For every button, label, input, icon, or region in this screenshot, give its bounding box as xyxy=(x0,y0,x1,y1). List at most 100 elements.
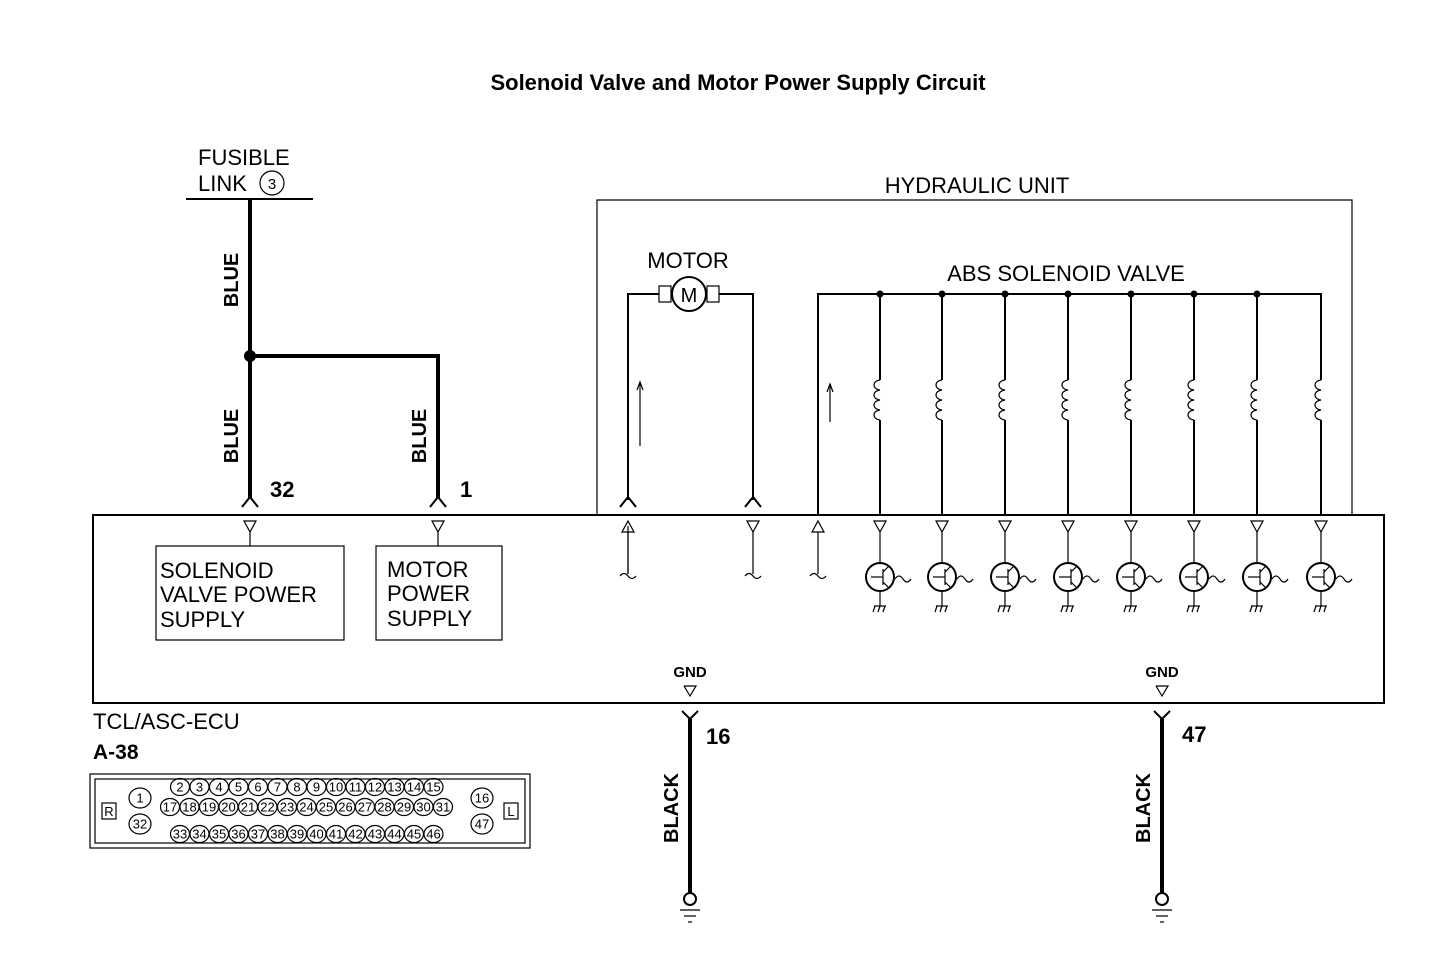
connector-pin-number: 15 xyxy=(426,780,440,795)
terminal-47 xyxy=(1153,710,1171,721)
transistor-ground-hatch xyxy=(872,605,876,613)
motor-symbol-letter: M xyxy=(681,285,698,307)
terminal-1 xyxy=(429,495,447,508)
connector-pin-number: 41 xyxy=(329,827,343,842)
transistor-ground-hatch xyxy=(1070,605,1074,613)
wire-color-blue-3: BLUE xyxy=(409,409,431,463)
transistor-collector xyxy=(1133,565,1141,573)
wire-color-blue-2: BLUE xyxy=(221,409,243,463)
diagram-title: Solenoid Valve and Motor Power Supply Ci… xyxy=(490,70,986,95)
solenoid-coils xyxy=(873,290,1322,515)
transistor-ground-hatch xyxy=(1191,605,1195,613)
transistor-ground-hatch xyxy=(997,605,1001,613)
fusible-link-number: 3 xyxy=(268,176,276,193)
terminal-16 xyxy=(681,710,699,721)
ecu-solenoid-drive-mark xyxy=(1313,520,1329,534)
transistor-base-break xyxy=(1335,575,1353,583)
transistor-ground-hatch xyxy=(882,605,886,613)
connector-pin-number: 1 xyxy=(136,791,143,806)
connector-pin-number: 18 xyxy=(182,800,196,815)
connector-pin-number: 43 xyxy=(368,827,382,842)
transistor-ground-hatch xyxy=(1186,605,1190,613)
transistor-emitter xyxy=(882,581,890,589)
connector-pin-number: 16 xyxy=(475,791,489,806)
ecu-motor-mark-right xyxy=(745,520,761,534)
connector-pin xyxy=(423,824,444,844)
connector-face-inner xyxy=(94,778,526,844)
connector-pin-number: 47 xyxy=(475,817,489,832)
connector-pin-number: 6 xyxy=(254,780,261,795)
solenoid-coil xyxy=(1314,379,1322,421)
connector-pin-number: 17 xyxy=(163,800,177,815)
connector-pin-number: 44 xyxy=(387,827,401,842)
transistor-ground-hatch xyxy=(1065,605,1069,613)
ecu-solenoid-drive-mark xyxy=(1249,520,1265,534)
ecu-motor-right-break xyxy=(744,572,762,580)
solenoid-coil xyxy=(1061,379,1069,421)
ecu-input-mark-32 xyxy=(242,520,258,534)
connector-pin-number: 40 xyxy=(309,827,323,842)
transistor-base-break xyxy=(1145,575,1163,583)
transistor-ground-hatch xyxy=(1128,605,1132,613)
transistor-ground-hatch xyxy=(1318,605,1322,613)
ecu-input-mark-1 xyxy=(430,520,446,534)
motor-power-supply-box xyxy=(375,545,503,641)
solenoid-coil xyxy=(1250,379,1258,421)
connector-tag-r-box xyxy=(101,802,117,820)
connector-pin-number: 32 xyxy=(133,817,147,832)
connector-pin-number: 35 xyxy=(212,827,226,842)
transistor-ground-hatch xyxy=(1313,605,1317,613)
transistor-ground-hatch xyxy=(1259,605,1263,613)
connector-pin-number: 27 xyxy=(358,800,372,815)
solenoid-coil xyxy=(1124,379,1132,421)
transistor-ground-hatch xyxy=(1060,605,1064,613)
connector-pin-number: 7 xyxy=(274,780,281,795)
connector-pin-number: 3 xyxy=(196,780,203,795)
connector-pin-number: 5 xyxy=(235,780,242,795)
transistor-collector xyxy=(1070,565,1078,573)
transistor-base-break xyxy=(956,575,974,583)
transistor-emitter xyxy=(1133,581,1141,589)
connector-pin-number: 19 xyxy=(202,800,216,815)
ground-eyelet-16 xyxy=(683,892,697,906)
connector-pin-number: 12 xyxy=(368,780,382,795)
motor-symbol xyxy=(671,276,707,312)
fusible-link-label-line2: LINK xyxy=(198,171,247,196)
ground-eyelet-47 xyxy=(1155,892,1169,906)
pin-number-32: 32 xyxy=(270,477,294,502)
terminal-motor-left xyxy=(619,495,637,508)
ecu-motor-left-break xyxy=(619,572,637,580)
transistor-collector xyxy=(1323,565,1331,573)
terminal-motor-right xyxy=(744,495,762,508)
transistor-base-break xyxy=(1019,575,1037,583)
ecu-solenoid-drive-mark xyxy=(997,520,1013,534)
connector-face-outer xyxy=(89,773,531,849)
fusible-link-number-circle xyxy=(259,170,285,196)
transistor-ground-hatch xyxy=(1196,605,1200,613)
connector-pin xyxy=(432,797,454,817)
transistor-ground-hatch xyxy=(1323,605,1327,613)
ecu-terminal-marks xyxy=(242,519,1353,613)
solenoid-box-line1: SOLENOID xyxy=(160,558,274,583)
transistor-ground-hatch xyxy=(1123,605,1127,613)
motor-brush-right xyxy=(706,285,720,303)
connector-pin-number: 42 xyxy=(348,827,362,842)
connector-pin-number: 13 xyxy=(387,780,401,795)
connector-pin xyxy=(128,813,152,835)
abs-solenoid-label: ABS SOLENOID VALVE xyxy=(947,261,1185,286)
transistor-base-break xyxy=(1271,575,1289,583)
ecu-solenoid-drive-mark xyxy=(872,520,888,534)
wire-color-blue-1: BLUE xyxy=(221,253,243,307)
transistor-ground-hatch xyxy=(877,605,881,613)
connector-pin-number: 23 xyxy=(280,800,294,815)
pin-number-1: 1 xyxy=(460,477,472,502)
motor-box-line3: SUPPLY xyxy=(387,606,473,631)
pin-number-16: 16 xyxy=(706,724,730,749)
connector-pin-number: 22 xyxy=(260,800,274,815)
connector-pin-number: 11 xyxy=(349,780,363,795)
current-arrowhead-motor xyxy=(636,380,644,391)
transistor-ground-hatch xyxy=(1007,605,1011,613)
ecu-solenoid-common-mark xyxy=(810,519,826,533)
connector-pin-number: 45 xyxy=(407,827,421,842)
transistor-base-break xyxy=(894,575,912,583)
